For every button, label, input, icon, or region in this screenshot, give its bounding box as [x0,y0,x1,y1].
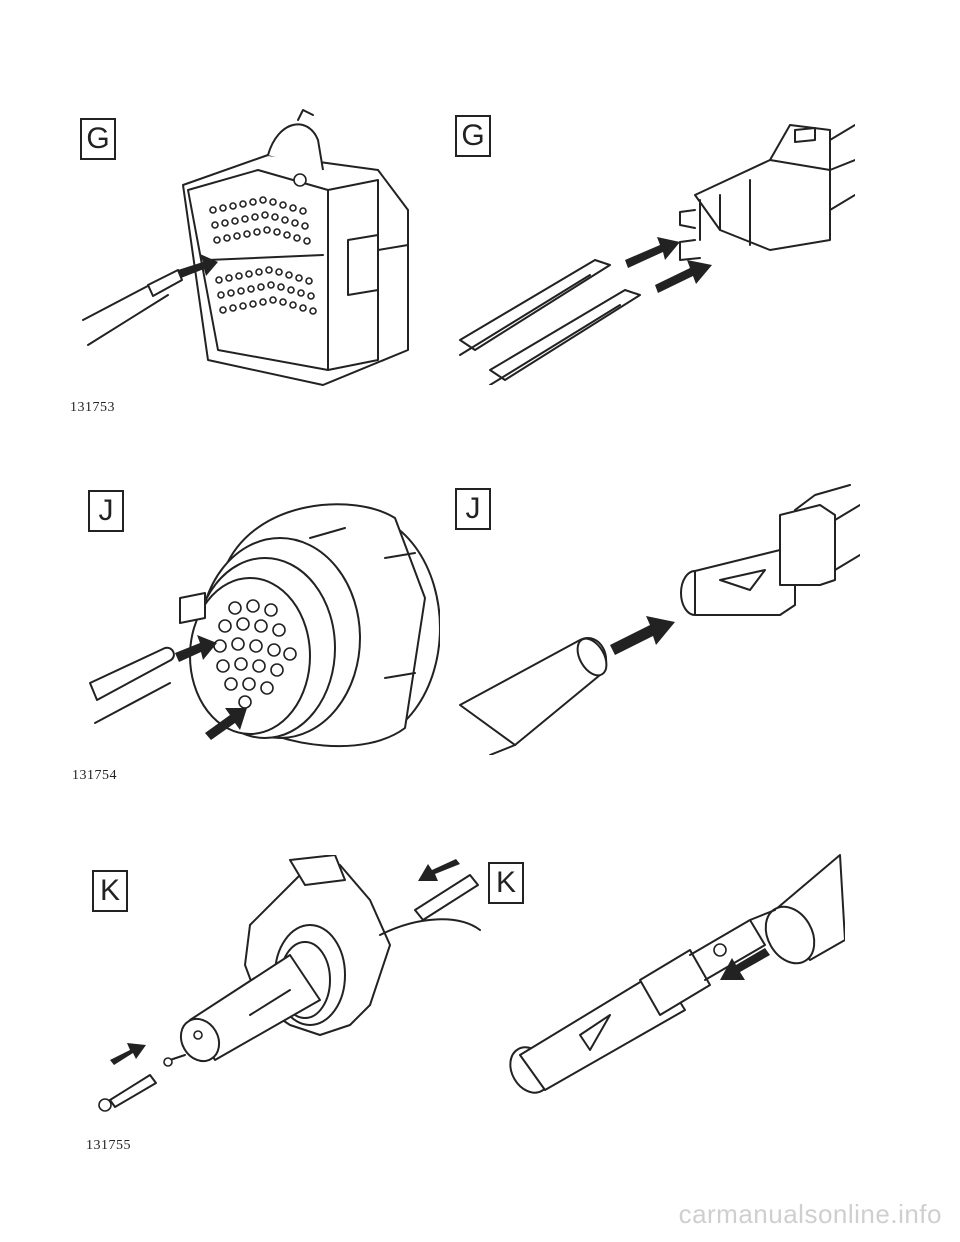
panel-label-g-right: G [455,115,491,157]
figure-caption-131755: 131755 [86,1138,131,1153]
site-watermark: carmanualsonline.info [678,1199,942,1229]
single-pin-connector-drawing [98,855,481,1112]
terminal-extraction-drawing [509,854,845,1094]
panel-label-j-right: J [455,488,491,530]
figure-1-left-illustration [78,100,433,390]
figure-2-right-illustration [450,475,860,755]
panel-label-k-left: K [92,870,128,912]
figure-3-right-illustration [490,850,845,1120]
figure-caption-131754: 131754 [72,768,117,783]
figure-2-left-illustration [85,478,440,753]
terminal-and-tube-drawing [459,484,860,755]
panel-label-j-left: J [88,490,124,532]
figure-caption-131753: 131753 [70,400,115,415]
multi-pin-connector-drawing [82,109,409,386]
figure-3-left-illustration [90,855,485,1120]
terminal-removal-tool-drawing [459,124,855,385]
panel-label-k-right: K [488,862,524,904]
figure-1-right-illustration [450,100,855,385]
panel-label-g-left: G [80,118,116,160]
round-connector-drawing [89,503,440,748]
